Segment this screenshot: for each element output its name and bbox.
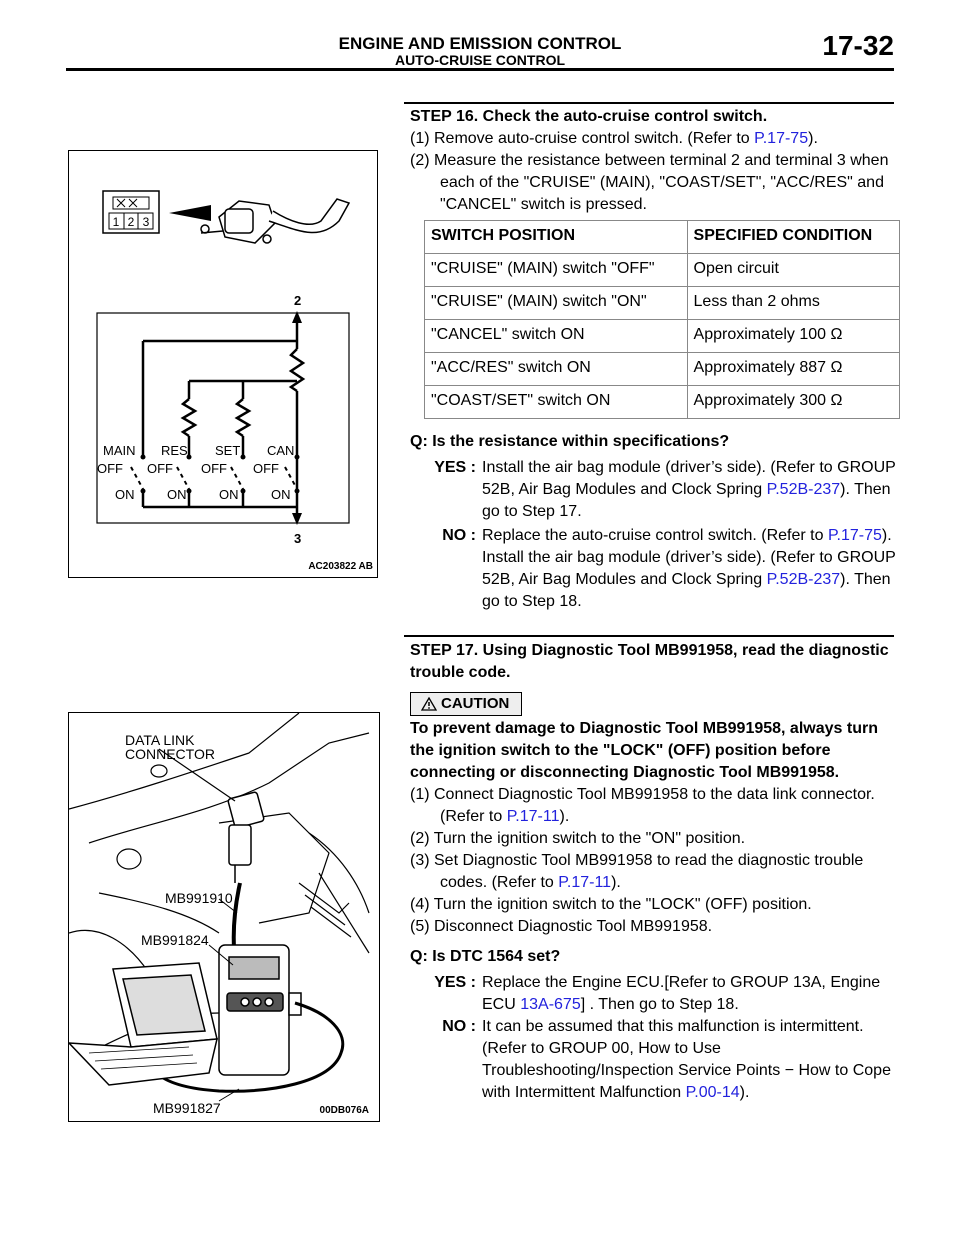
ref-link[interactable]: P.52B-237 — [766, 571, 841, 588]
leader-line — [218, 898, 238, 914]
spec-table: SWITCH POSITION SPECIFIED CONDITION "CRU… — [424, 220, 901, 419]
ref-link[interactable]: P.52B-237 — [766, 481, 841, 498]
pc-cable-label: MB991827 — [153, 1100, 221, 1116]
table-cell: "CRUISE" (MAIN) switch "ON" — [424, 286, 688, 320]
table-row: "CRUISE" (MAIN) switch "ON" Less than 2 … — [424, 286, 901, 320]
step17-yes: YES : Replace the Engine ECU.[Refer to G… — [410, 972, 898, 1016]
cruise-switch-drawing — [200, 198, 351, 244]
connector-symbol: 1 2 3 — [102, 190, 160, 234]
on-label: ON — [271, 487, 291, 502]
step16-yes: YES : Install the air bag module (driver… — [410, 457, 898, 523]
ref-link[interactable]: P.17-11 — [558, 874, 612, 891]
figure-code: AC203822 AB — [308, 561, 373, 572]
no-tag: NO : — [442, 527, 476, 544]
step16-title: STEP 16. Check the auto-cruise control s… — [410, 108, 768, 125]
circuit-wiring — [141, 323, 306, 515]
section-title: ENGINE AND EMISSION CONTROL — [338, 34, 622, 53]
table-row: "ACC/RES" switch ON Approximately 887 Ω — [424, 352, 901, 386]
step16-question: Q: Is the resistance within specificatio… — [410, 433, 730, 450]
switch-circuit-figure: 1 2 3 — [68, 150, 378, 578]
column-header: SWITCH POSITION — [424, 220, 688, 254]
caution-badge: CAUTION — [410, 692, 523, 716]
cable-label: MB991910 — [165, 890, 233, 906]
step17-question: Q: Is DTC 1564 set? — [410, 948, 561, 965]
column-header: SPECIFIED CONDITION — [686, 220, 901, 254]
no-tag: NO : — [442, 1018, 476, 1035]
diagnostic-connection-figure: DATA LINK CONNECTOR MB991910 MB991824 MB… — [68, 712, 380, 1122]
off-label: OFF — [97, 461, 123, 476]
figure-code: 00DB076A — [320, 1105, 369, 1116]
dlc-adapter-drawing — [227, 791, 265, 883]
terminal-arrow-icon — [292, 513, 302, 525]
pin-label: 2 — [128, 215, 135, 229]
off-label: OFF — [201, 461, 227, 476]
interface-label: MB991824 — [141, 932, 209, 948]
step17-rule — [404, 635, 894, 637]
table-cell: Approximately 100 Ω — [686, 319, 901, 353]
dlc-label-line1: DATA LINK — [125, 732, 195, 748]
terminal-3-label: 3 — [294, 531, 301, 546]
table-cell: "CANCEL" switch ON — [424, 319, 688, 353]
table-cell: Less than 2 ohms — [686, 286, 901, 320]
leader-line — [208, 944, 234, 966]
step16-item-2: (2) Measure the resistance between termi… — [410, 152, 889, 213]
pin-label: 3 — [143, 215, 150, 229]
switch-name-label: SET — [215, 443, 240, 458]
caution-text: To prevent damage to Diagnostic Tool MB9… — [410, 720, 878, 781]
table-cell: "COAST/SET" switch ON — [424, 385, 688, 419]
pc-cable — [158, 1001, 345, 1093]
step17-item-5: (5) Disconnect Diagnostic Tool MB991958. — [410, 918, 713, 935]
circuit-frame — [96, 312, 350, 524]
step16-rule — [404, 102, 894, 104]
terminal-2-label: 2 — [294, 293, 301, 308]
step17-title: STEP 17. Using Diagnostic Tool MB991958,… — [410, 642, 889, 681]
step17-section: STEP 17. Using Diagnostic Tool MB991958,… — [410, 640, 898, 1104]
ref-link[interactable]: P.17-11 — [506, 808, 560, 825]
ref-link[interactable]: 13A-675 — [520, 996, 581, 1013]
table-cell: "CRUISE" (MAIN) switch "OFF" — [424, 253, 688, 287]
table-cell: Open circuit — [686, 253, 901, 287]
ref-link[interactable]: P.17-75 — [827, 527, 882, 544]
yes-tag: YES : — [434, 459, 476, 476]
table-cell: Approximately 887 Ω — [686, 352, 901, 386]
step16-item-1: (1) Remove auto-cruise control switch. (… — [410, 130, 818, 147]
page-number: 17-32 — [822, 30, 894, 61]
table-row: "CRUISE" (MAIN) switch "OFF" Open circui… — [424, 253, 901, 287]
ref-link[interactable]: P.17-75 — [754, 130, 809, 147]
off-label: OFF — [147, 461, 173, 476]
step16-section: STEP 16. Check the auto-cruise control s… — [410, 106, 901, 613]
table-row: "CANCEL" switch ON Approximately 100 Ω — [424, 319, 901, 353]
off-label: OFF — [253, 461, 279, 476]
yes-tag: YES : — [434, 974, 476, 991]
section-subtitle: AUTO-CRUISE CONTROL — [394, 52, 566, 68]
switch-name-label: RES — [161, 443, 188, 458]
step17-item-1: (1) Connect Diagnostic Tool MB991958 to … — [410, 786, 875, 825]
terminal-arrow-icon — [292, 311, 302, 323]
warning-icon — [421, 697, 437, 711]
ref-link[interactable]: P.00-14 — [685, 1084, 740, 1101]
header-rule — [66, 68, 894, 71]
leader-line — [218, 1088, 240, 1102]
table-row: "COAST/SET" switch ON Approximately 300 … — [424, 385, 901, 419]
step17-item-3: (3) Set Diagnostic Tool MB991958 to read… — [410, 852, 864, 891]
table-cell: "ACC/RES" switch ON — [424, 352, 688, 386]
leader-line — [158, 748, 236, 802]
step17-no: NO : It can be assumed that this malfunc… — [410, 1016, 898, 1104]
step16-no: NO : Replace the auto-cruise control swi… — [410, 525, 898, 613]
dlc-label-line2: CONNECTOR — [125, 746, 215, 762]
on-label: ON — [167, 487, 187, 502]
step17-item-4: (4) Turn the ignition switch to the "LOC… — [410, 896, 812, 913]
arrow-icon — [169, 205, 211, 221]
laptop-drawing — [69, 962, 218, 1086]
step17-item-2: (2) Turn the ignition switch to the "ON"… — [410, 830, 746, 847]
switch-name-label: CAN — [267, 443, 294, 458]
switch-name-label: MAIN — [103, 443, 136, 458]
interface-unit-drawing — [218, 944, 302, 1076]
pin-label: 1 — [113, 215, 120, 229]
on-label: ON — [115, 487, 135, 502]
on-label: ON — [219, 487, 239, 502]
table-header-row: SWITCH POSITION SPECIFIED CONDITION — [424, 220, 901, 254]
table-cell: Approximately 300 Ω — [686, 385, 901, 419]
